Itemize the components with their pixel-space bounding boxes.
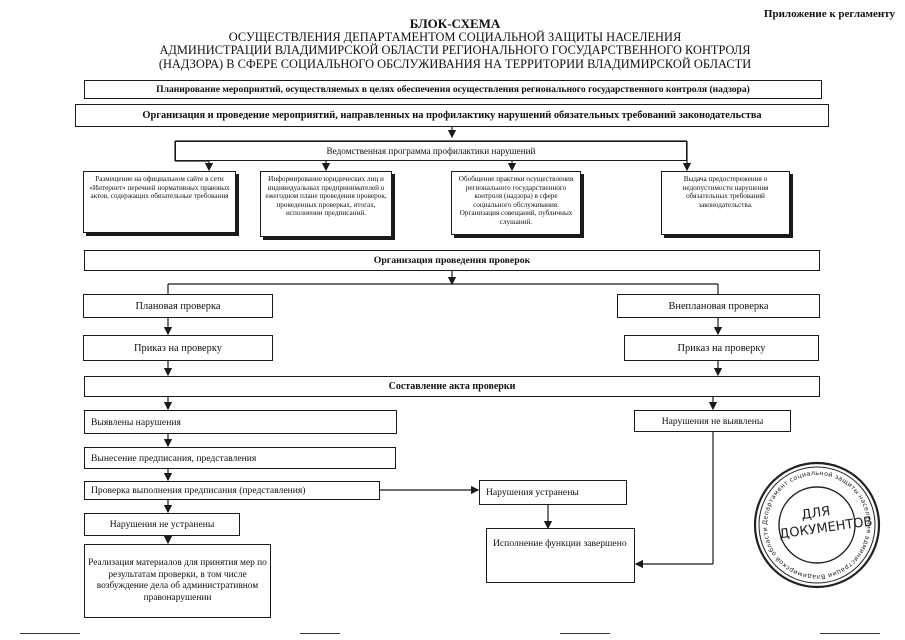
appendix-label: Приложение к регламенту [763, 8, 895, 20]
sub-box-website-text: Размещение на официальном сайте в сети «… [89, 175, 230, 201]
act-box: Составление акта проверки [84, 376, 820, 397]
check-execution-text: Проверка выполнения предписания (предста… [91, 485, 306, 496]
violations-not-eliminated-box: Нарушения не устранены [84, 513, 240, 536]
sub-box-informing-text: Информирование юридических лиц и индивид… [265, 175, 387, 218]
function-completed-box: Исполнение функции завершено [486, 528, 635, 583]
prevention-text: Организация и проведение мероприятий, на… [142, 110, 762, 121]
issue-order-box: Вынесение предписания, представления [84, 447, 396, 469]
prevention-box: Организация и проведение мероприятий, на… [75, 104, 829, 127]
stamp: Департамент социальной защиты населения … [752, 460, 882, 590]
check-execution-box: Проверка выполнения предписания (предста… [84, 481, 380, 500]
sub-box-warning-text: Выдача предостережения о недопустимости … [682, 175, 769, 209]
diagram-title: БЛОК-СХЕМА ОСУЩЕСТВЛЕНИЯ ДЕПАРТАМЕНТОМ С… [150, 17, 760, 71]
sub-box-warning: Выдача предостережения о недопустимости … [661, 171, 790, 235]
sub-box-practice: Обобщение практики осуществления региона… [451, 171, 581, 235]
organization-text: Организация проведения проверок [373, 255, 531, 266]
title-line-3: АДМИНИСТРАЦИИ ВЛАДИМИРСКОЙ ОБЛАСТИ РЕГИО… [159, 43, 751, 58]
scan-mark [300, 633, 340, 635]
sub-box-informing: Информирование юридических лиц и индивид… [260, 171, 392, 237]
order-right-box: Приказ на проверку [624, 335, 819, 361]
title-line-1: БЛОК-СХЕМА [409, 16, 501, 31]
scan-mark [560, 633, 610, 635]
violations-found-box: Выявлены нарушения [84, 410, 397, 434]
organization-box: Организация проведения проверок [84, 250, 820, 271]
violations-eliminated-box: Нарушения устранены [479, 480, 627, 505]
program-text: Ведомственная программа профилактики нар… [326, 146, 536, 156]
violations-eliminated-text: Нарушения устранены [486, 487, 579, 498]
title-line-4: (НАДЗОРА) В СФЕРЕ СОЦИАЛЬНОГО ОБСЛУЖИВАН… [158, 56, 752, 71]
function-completed-text: Исполнение функции завершено [493, 538, 627, 549]
implementation-box: Реализация материалов для принятия мер п… [84, 544, 271, 618]
unplanned-check-text: Внеплановая проверка [668, 300, 769, 312]
act-text: Составление акта проверки [388, 381, 516, 392]
title-line-2: ОСУЩЕСТВЛЕНИЯ ДЕПАРТАМЕНТОМ СОЦИАЛЬНОЙ З… [228, 29, 682, 44]
planning-text: Планирование мероприятий, осуществляемых… [156, 84, 750, 95]
sub-box-website: Размещение на официальном сайте в сети «… [83, 171, 236, 233]
planned-check-box: Плановая проверка [83, 294, 273, 318]
stamp-seal-icon: Департамент социальной защиты населения … [753, 461, 881, 589]
planned-check-text: Плановая проверка [135, 300, 221, 312]
scan-mark [820, 633, 880, 635]
order-left-text: Приказ на проверку [134, 342, 222, 354]
violations-found-text: Выявлены нарушения [91, 416, 181, 428]
scan-mark [20, 633, 80, 635]
violations-not-found-text: Нарушения не выявлены [661, 415, 764, 427]
planning-box: Планирование мероприятий, осуществляемых… [84, 80, 822, 99]
issue-order-text: Вынесение предписания, представления [91, 452, 257, 464]
sub-box-practice-text: Обобщение практики осуществления региона… [458, 175, 574, 226]
unplanned-check-box: Внеплановая проверка [617, 294, 820, 318]
violations-not-eliminated-text: Нарушения не устранены [109, 519, 215, 530]
program-box: Ведомственная программа профилактики нар… [175, 141, 687, 161]
implementation-text: Реализация материалов для принятия мер п… [88, 558, 267, 603]
order-left-box: Приказ на проверку [83, 335, 273, 361]
order-right-text: Приказ на проверку [677, 342, 766, 354]
violations-not-found-box: Нарушения не выявлены [634, 410, 791, 432]
